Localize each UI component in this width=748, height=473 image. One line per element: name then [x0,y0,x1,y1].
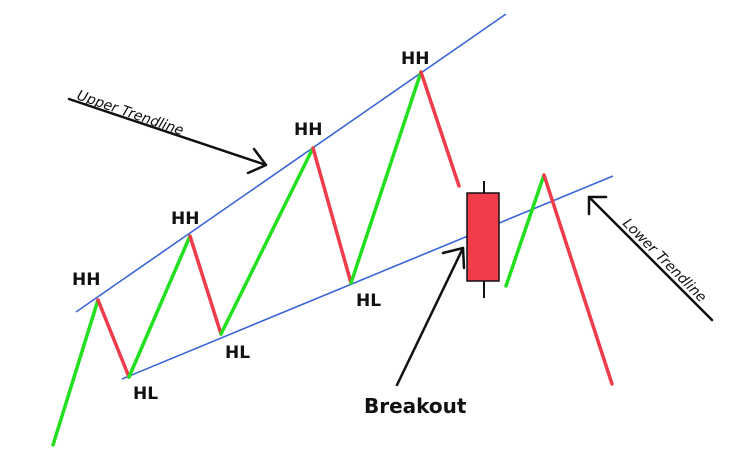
hh-label: HH [72,270,100,290]
hl-label: HL [225,343,250,363]
price-path [51,70,614,447]
up-leg [349,70,423,285]
up-leg [504,173,546,288]
up-leg [219,146,315,336]
breakout-arrow [395,246,466,387]
hl-label: HL [133,384,158,404]
lower-trendline-label: Lower Trendline [619,216,709,306]
down-leg [311,146,353,285]
hh-label: HH [401,49,429,69]
up-leg [127,234,192,379]
up-leg [51,298,100,447]
hh-label: HH [171,209,199,229]
upper-trendline [75,13,507,313]
down-leg [188,234,223,336]
upper-trendline-label: Upper Trendline [75,88,186,139]
lower-trendline-arrow [587,195,714,322]
hl-label: HL [356,291,381,311]
breakout-label: Breakout [364,394,467,418]
candle-body [466,192,500,282]
down-leg [96,298,131,379]
hh-label: HH [294,120,322,140]
lower-trendline [121,175,614,380]
down-leg [542,173,614,386]
breakout-candle [466,181,500,298]
down-leg [419,70,461,188]
upper-trendline-arrow [67,97,268,175]
